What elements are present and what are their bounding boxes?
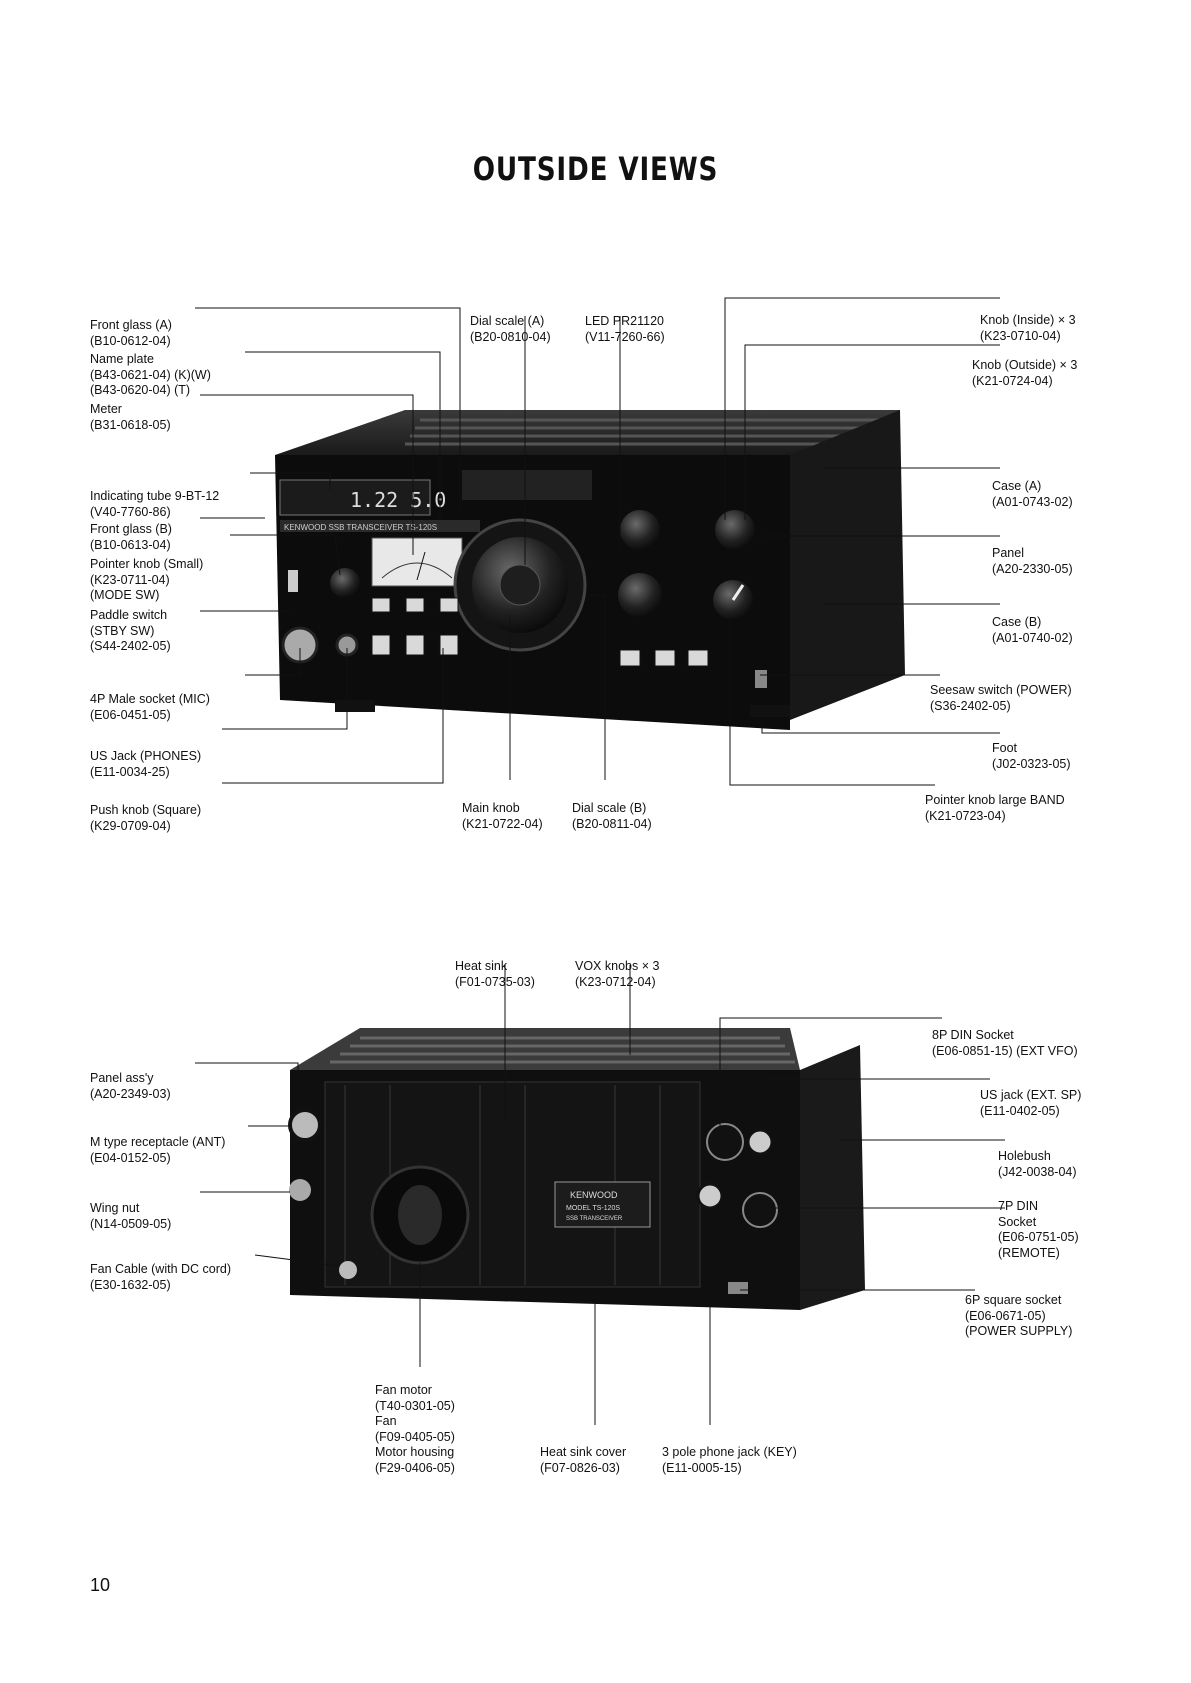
label-phones-jack: US Jack (PHONES)(E11-0034-25) xyxy=(90,749,202,779)
rear-transceiver-photo: KENWOOD MODEL TS-120S SSB TRANSCEIVER xyxy=(288,1028,865,1310)
meter xyxy=(371,537,463,587)
label-8p-din-socket: 8P DIN Socket(E06-0851-15) (EXT VFO) xyxy=(932,1028,1078,1058)
label-fan-motor: Fan motor(T40-0301-05)Fan(F09-0405-05)Mo… xyxy=(375,1383,455,1475)
label-m-type-receptacle: M type receptacle (ANT)(E04-0152-05) xyxy=(90,1135,226,1165)
label-key-jack: 3 pole phone jack (KEY)(E11-0005-15) xyxy=(662,1445,797,1475)
label-indicating-tube: Indicating tube 9-BT-12(V40-7760-86) xyxy=(90,489,220,519)
power-supply-socket-graphic xyxy=(728,1282,748,1294)
label-6p-square-socket: 6P square socket(E06-0671-05)(POWER SUPP… xyxy=(965,1293,1073,1338)
label-knob-inside: Knob (Inside) × 3(K23-0710-04) xyxy=(980,313,1076,343)
label-holebush: Holebush(J42-0038-04) xyxy=(998,1149,1077,1179)
brand-strip: KENWOOD SSB TRANSCEIVER TS-120S xyxy=(284,523,437,532)
wing-nut-graphic xyxy=(289,1179,311,1201)
label-vox-knobs: VOX knobs × 3(K23-0712-04) xyxy=(575,959,660,989)
power-switch-graphic xyxy=(755,670,767,688)
plate-type: SSB TRANSCEIVER xyxy=(566,1216,623,1222)
remote-socket-graphic xyxy=(742,1192,778,1228)
stby-switch-graphic xyxy=(288,570,298,592)
label-main-knob: Main knob(K21-0722-04) xyxy=(462,801,543,831)
label-name-plate: Name plate(B43-0621-04) (K)(W)(B43-0620-… xyxy=(90,352,211,397)
label-meter: Meter(B31-0618-05) xyxy=(90,402,171,432)
mode-knob-graphic xyxy=(330,568,360,598)
label-knob-outside: Knob (Outside) × 3(K21-0724-04) xyxy=(972,358,1078,388)
frequency-display: 1.22 5.0 xyxy=(350,488,446,512)
label-push-knob: Push knob (Square)(K29-0709-04) xyxy=(90,803,202,833)
label-panel: Panel(A20-2330-05) xyxy=(992,546,1073,576)
label-case-b: Case (B)(A01-0740-02) xyxy=(992,615,1073,645)
front-leader-lines xyxy=(195,297,1000,786)
label-pointer-knob-large: Pointer knob large BAND(K21-0723-04) xyxy=(925,793,1065,823)
ant-receptacle-graphic xyxy=(288,1108,322,1142)
label-seesaw-switch: Seesaw switch (POWER)(S36-2402-05) xyxy=(930,683,1072,713)
ext-sp-jack-graphic xyxy=(746,1128,774,1156)
label-front-glass-b: Front glass (B)(B10-0613-04) xyxy=(90,522,172,552)
label-dial-scale-b: Dial scale (B)(B20-0811-04) xyxy=(572,801,652,831)
ext-vfo-socket-graphic xyxy=(706,1123,744,1161)
page-title: OUTSIDE VIEWS xyxy=(472,150,719,188)
label-pointer-knob-small: Pointer knob (Small)(K23-0711-04)(MODE S… xyxy=(90,557,204,602)
push-buttons-graphic xyxy=(371,597,709,667)
model-plate xyxy=(554,1181,651,1228)
plate-brand: KENWOOD xyxy=(570,1190,618,1200)
label-panel-assy: Panel ass'y(A20-2349-03) xyxy=(90,1071,171,1101)
label-us-jack-ext-sp: US jack (EXT. SP)(E11-0402-05) xyxy=(980,1088,1082,1118)
label-mic-socket: 4P Male socket (MIC)(E06-0451-05) xyxy=(90,692,210,722)
label-paddle-switch: Paddle switch(STBY SW)(S44-2402-05) xyxy=(90,608,171,653)
label-fan-cable: Fan Cable (with DC cord)(E30-1632-05) xyxy=(90,1262,232,1292)
label-heat-sink: Heat sink(F01-0735-03) xyxy=(455,959,535,989)
label-heat-sink-cover: Heat sink cover(F07-0826-03) xyxy=(540,1445,627,1475)
label-led: LED PR21120(V11-7260-66) xyxy=(585,314,665,344)
fan-cable-graphic xyxy=(339,1261,357,1279)
rear-leader-lines xyxy=(195,965,1005,1425)
label-front-glass-a: Front glass (A)(B10-0612-04) xyxy=(90,318,172,348)
label-case-a: Case (A)(A01-0743-02) xyxy=(992,479,1073,509)
page-number: 10 xyxy=(90,1575,111,1595)
label-wing-nut: Wing nut(N14-0509-05) xyxy=(90,1201,172,1231)
label-dial-scale-a: Dial scale (A)(B20-0810-04) xyxy=(470,314,551,344)
front-transceiver-photo: 1.22 5.0 KENWOOD SSB TRANSCEIVER TS-120S xyxy=(275,410,905,730)
label-foot: Foot(J02-0323-05) xyxy=(992,741,1071,771)
key-jack-graphic xyxy=(696,1182,724,1210)
plate-model: MODEL TS-120S xyxy=(566,1205,620,1212)
